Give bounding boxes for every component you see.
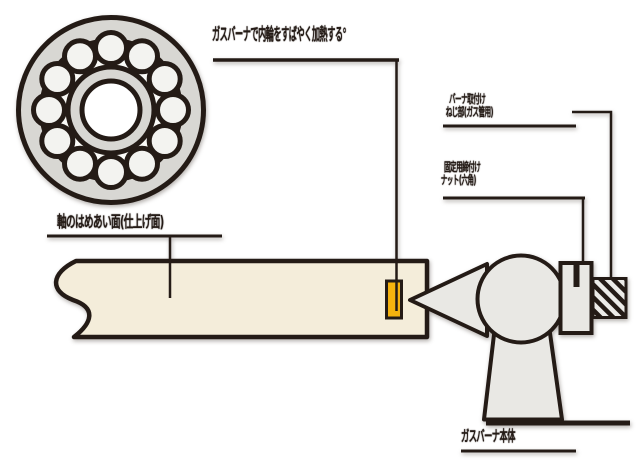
label-nut-line2: ナット(六角) bbox=[440, 172, 477, 187]
burner-ball-joint bbox=[475, 253, 567, 345]
leader-lines bbox=[47, 58, 630, 453]
bearing-bore bbox=[79, 78, 143, 142]
label-thread-line1: バーナ取付け bbox=[449, 92, 486, 106]
label-thread: バーナ取付け ねじ部(ガス管用) bbox=[445, 92, 494, 119]
heated-inner-ring bbox=[385, 279, 403, 320]
bearing-balls bbox=[31, 30, 191, 190]
bearing-front-view bbox=[16, 15, 206, 205]
label-nut: 固定用締付け ナット(六角) bbox=[440, 160, 481, 187]
label-burner-body: ガスバーナ本体 bbox=[461, 427, 515, 445]
shaft bbox=[53, 258, 430, 340]
gas-burner bbox=[408, 253, 628, 422]
label-nut-line1: 固定用締付け bbox=[444, 160, 481, 174]
label-thread-line2: ねじ部(ガス管用) bbox=[445, 104, 494, 119]
label-heated-ring: ガスバーナで内輪をすばやく加熱する° bbox=[212, 25, 347, 45]
label-shaft: 軸のはめあい面(仕上げ面) bbox=[57, 212, 164, 231]
leader-thread-elbow bbox=[572, 110, 613, 277]
burner-thread bbox=[591, 277, 628, 319]
